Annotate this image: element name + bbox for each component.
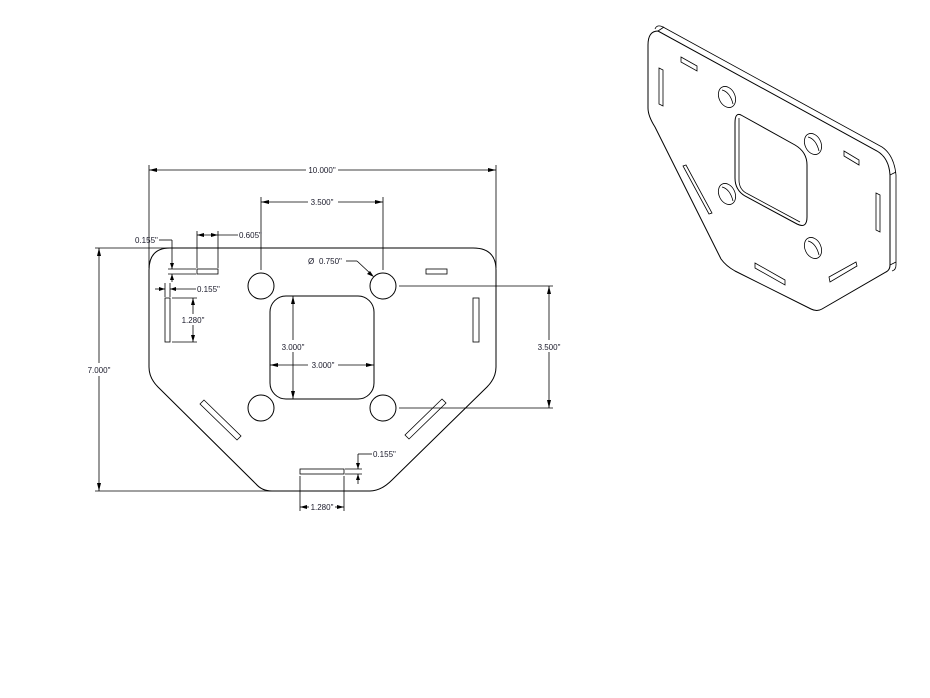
iso-square-cutout	[734, 113, 808, 226]
iso-slot-6	[754, 262, 786, 286]
dim-slot-width-side: 0.155"	[155, 283, 220, 297]
slot-left	[164, 297, 171, 343]
dim-label-hole-spacing-vertical: 3.500"	[538, 343, 561, 352]
iso-hole-3	[717, 183, 737, 205]
dim-label-overall-height: 7.000"	[88, 366, 111, 375]
iso-slot-7	[828, 261, 858, 283]
square-cutout	[269, 295, 375, 400]
mounting-hole-top-right	[369, 272, 397, 300]
dim-label-slot-width-bottom: 0.155"	[373, 450, 396, 459]
iso-slot-5	[875, 192, 881, 233]
dim-slot-length-bottom: 1.280"	[299, 476, 345, 512]
iso-front-face	[647, 30, 891, 311]
dim-label-slot-length-side: 1.280"	[182, 316, 205, 325]
plate-outline	[148, 247, 497, 492]
mounting-hole-top-left	[247, 272, 275, 300]
dim-hole-spacing-vertical: 3.500"	[399, 285, 561, 409]
mounting-hole-bottom-left	[247, 394, 275, 422]
dim-label-square-width: 3.000"	[312, 361, 335, 370]
iso-slot-3	[682, 164, 713, 215]
iso-hole-depth	[721, 89, 820, 256]
iso-square-cutout-depth	[738, 118, 801, 223]
dim-label-square-height: 3.000"	[282, 343, 305, 352]
dim-overall-width: 10.000"	[148, 165, 497, 268]
iso-slot-2	[658, 67, 664, 107]
slot-top-left	[196, 268, 219, 275]
dim-label-overall-width: 10.000"	[308, 166, 335, 175]
dim-label-hole-diameter: 0.750"	[319, 257, 342, 266]
dim-square-width: 3.000"	[270, 361, 374, 370]
dim-label-slot-length-bottom: 1.280"	[311, 503, 334, 512]
dim-slot-width-bottom: 0.155"	[345, 450, 396, 484]
dim-slot-offset: 0.605"	[196, 231, 262, 268]
iso-hole-4	[803, 237, 823, 259]
dim-label-hole-spacing-horizontal: 3.500"	[311, 198, 334, 207]
dim-slot-length-side: 1.280"	[172, 297, 205, 343]
dim-overall-height: 7.000"	[88, 247, 272, 492]
slot-right	[472, 297, 480, 343]
dim-hole-diameter: Ø 0.750"	[308, 257, 374, 277]
iso-hole-1	[717, 86, 737, 108]
iso-hole-2	[803, 133, 823, 155]
dim-hole-spacing-horizontal: 3.500"	[260, 197, 384, 270]
slot-diagonal-right	[404, 398, 447, 440]
front-view: 10.000" 3.500" 0.605" 0.155"	[88, 165, 561, 512]
iso-back-face	[654, 25, 897, 272]
slot-top-right	[425, 268, 448, 275]
slot-bottom	[299, 468, 345, 475]
isometric-view	[647, 25, 897, 311]
mounting-hole-bottom-right	[369, 394, 397, 422]
diameter-symbol: Ø	[308, 257, 314, 266]
dim-square-height: 3.000"	[282, 296, 305, 399]
slot-diagonal-left	[199, 399, 242, 441]
dim-label-slot-width-top: 0.155"	[135, 236, 158, 245]
iso-slot-1	[680, 56, 698, 72]
dim-label-slot-width-side: 0.155"	[197, 285, 220, 294]
dim-slot-width-top: 0.155"	[135, 236, 196, 282]
dim-label-slot-offset: 0.605"	[239, 231, 262, 240]
iso-slot-4	[843, 150, 860, 166]
